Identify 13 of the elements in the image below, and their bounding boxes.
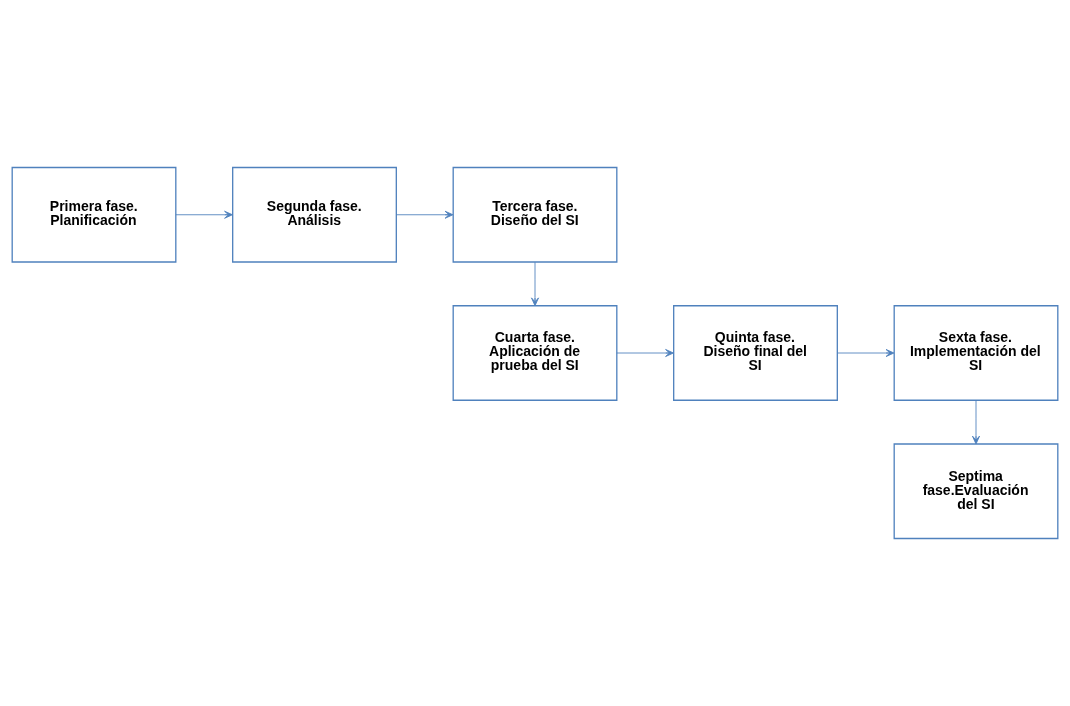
arrow [175,210,233,219]
arrow [395,210,454,219]
node-box: Quinta fase. Diseño final del SI [673,305,838,401]
arrow [531,261,539,307]
node-box: Cuarta fase. Aplicación de prueba del SI [452,305,618,401]
node-box: Tercera fase. Diseño del SI [452,166,618,263]
node-box: Segunda fase. Análisis [232,166,397,263]
node-box: Sexta fase. Implementación del SI [893,305,1059,401]
arrow [972,400,980,445]
arrow [836,349,895,357]
node-box: Primera fase. Planificación [11,166,177,263]
node-box: Septima fase.Evaluación del SI [893,443,1059,540]
arrow [616,349,674,357]
